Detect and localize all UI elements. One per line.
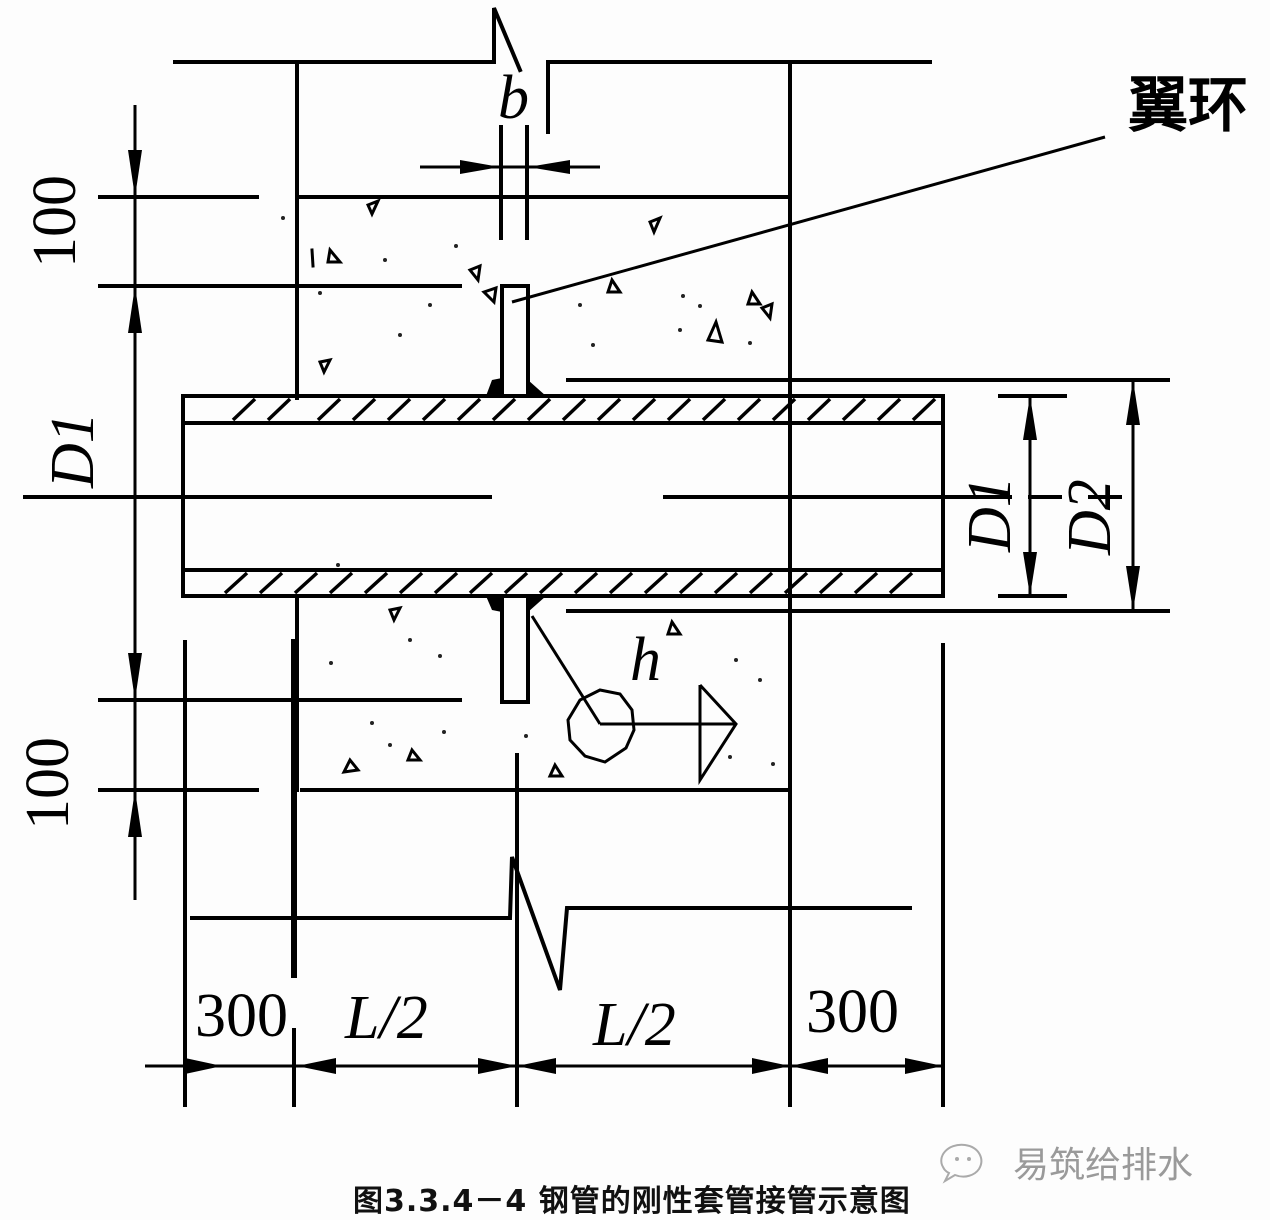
right-diameter-dimensions	[998, 380, 1140, 611]
dim-bottom-100: 100	[14, 737, 82, 830]
arrow-down-icon	[128, 653, 142, 700]
steel-pipe-sleeve	[181, 394, 945, 598]
pipe-wall-hatch-bottom	[223, 571, 914, 595]
dim-left-d1: D1	[39, 412, 107, 489]
pipe-wall-hatch-top	[231, 397, 937, 422]
arrow-right-icon	[460, 160, 500, 174]
left-dimension-line	[128, 105, 142, 900]
ring-thickness-dimension	[420, 125, 600, 240]
arrow-down-icon	[128, 150, 142, 197]
arrow-right-icon	[905, 1058, 943, 1074]
arrow-left-icon	[517, 1058, 556, 1074]
dim-top-100: 100	[21, 175, 89, 268]
weld-icon	[486, 596, 502, 612]
wechat-icon	[940, 1143, 983, 1184]
top-break-line	[173, 7, 932, 134]
concrete-boundaries	[295, 195, 1170, 792]
callout-wing-ring-label: 翼环	[1128, 71, 1248, 141]
concrete-aggregate	[281, 198, 775, 778]
dim-bottom-l2-left: L/2	[344, 984, 428, 1052]
arrow-up-icon	[1126, 380, 1140, 425]
dim-b: b	[498, 64, 529, 132]
wing-ring-bottom	[486, 594, 546, 704]
arrow-left-icon	[297, 1058, 336, 1074]
figure-caption: 图3.3.4－4 钢管的刚性套管接管示意图	[353, 1184, 911, 1219]
dim-right-d1: D1	[956, 476, 1024, 553]
dim-bottom-300-left: 300	[195, 982, 288, 1050]
weld-icon	[486, 378, 502, 396]
arrow-left-icon	[790, 1058, 828, 1074]
watermark: 易筑给排水	[935, 1136, 1193, 1188]
arrow-up-icon	[128, 790, 142, 837]
arrow-down-icon	[1023, 552, 1037, 596]
all-around-weld-circle-icon	[566, 688, 636, 764]
weld-symbol	[530, 615, 738, 786]
callout-leader	[511, 135, 1106, 304]
dim-h: h	[630, 626, 661, 694]
arrow-right-icon	[185, 1058, 222, 1074]
arrow-up-icon	[128, 286, 142, 333]
dim-right-d2: D2	[1056, 479, 1124, 556]
arrow-right-icon	[752, 1058, 790, 1074]
watermark-text: 易筑给排水	[1013, 1145, 1194, 1186]
left-extension-lines	[23, 195, 1122, 792]
dim-bottom-l2-right: L/2	[592, 991, 676, 1059]
dim-bottom-300-right: 300	[806, 978, 899, 1046]
bottom-dimension-line	[145, 1058, 943, 1074]
wing-ring-top	[486, 284, 546, 398]
bottom-break-line	[190, 856, 912, 991]
fillet-weld-triangle-icon	[698, 683, 738, 786]
arrow-up-icon	[1023, 396, 1037, 440]
weld-icon	[528, 596, 546, 612]
wall-edges	[295, 60, 792, 792]
arrow-down-icon	[1126, 566, 1140, 611]
arrow-right-icon	[478, 1058, 517, 1074]
arrow-left-icon	[528, 160, 570, 174]
weld-icon	[528, 380, 546, 396]
